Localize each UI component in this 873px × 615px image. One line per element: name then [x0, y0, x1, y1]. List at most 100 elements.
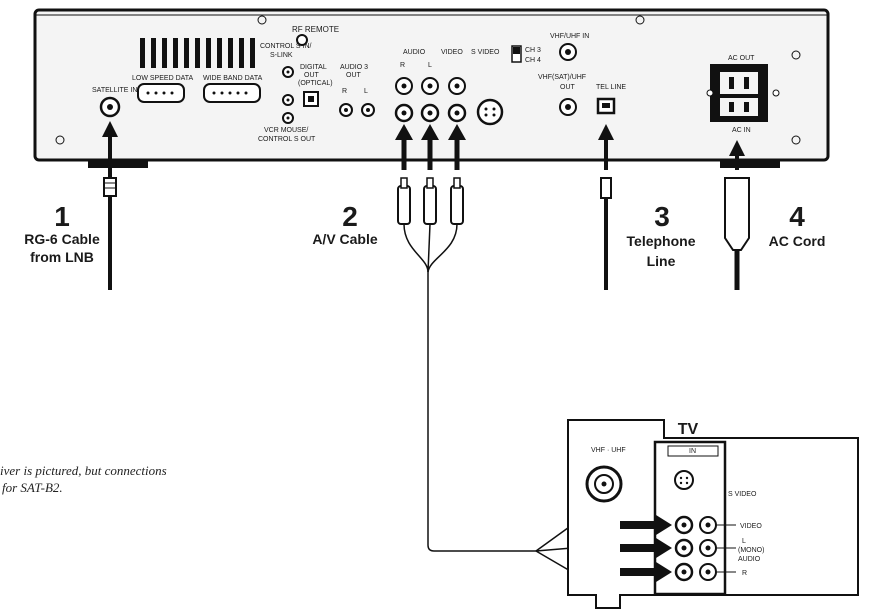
- tv-input-arrows: [620, 515, 672, 582]
- label-connection-4: 4 AC Cord: [769, 201, 826, 249]
- arrow-up-icon: [448, 124, 466, 140]
- receiver-foot: [720, 160, 780, 168]
- label-control-s-in: CONTROL S IN/: [260, 43, 312, 50]
- connection-title: Telephone: [627, 233, 696, 249]
- footnote-line-2: for SAT-B2.: [2, 480, 63, 495]
- vcr-mouse-jack: [282, 94, 294, 106]
- label-ac-out: AC OUT: [728, 55, 755, 62]
- label-ch4: CH 4: [525, 57, 541, 64]
- receiver-foot: [88, 160, 148, 168]
- label-connection-3: 3 Telephone Line: [627, 201, 696, 269]
- wide-band-data-port: [203, 83, 261, 103]
- label-video: VIDEO: [441, 49, 463, 56]
- tv-mono-label: (MONO): [738, 547, 764, 554]
- label-connection-2: 2 A/V Cable: [312, 201, 378, 247]
- label-ch3: CH 3: [525, 47, 541, 54]
- tv-audio-r-jacks: [674, 562, 717, 582]
- tv-s-video-label: S VIDEO: [728, 491, 757, 498]
- rf-remote-jack: [296, 34, 308, 46]
- control-s-in-jack: [282, 66, 294, 78]
- s-video-port: [476, 98, 504, 126]
- connection-title: AC Cord: [769, 233, 826, 249]
- satellite-receiver: RF REMOTE CONTROL S IN/ S-LINK DIGITAL O…: [33, 8, 830, 168]
- arrow-up-icon: [598, 124, 614, 140]
- telephone-line-cable: [598, 124, 614, 290]
- tv: TV VHF · UHF IN S VIDEO: [567, 419, 859, 609]
- connection-number: 4: [789, 201, 805, 232]
- tel-line-jack: [596, 97, 616, 115]
- label-low-speed-data: LOW SPEED DATA: [132, 75, 194, 82]
- label-tel-line: TEL LINE: [596, 84, 626, 91]
- label-audio3: AUDIO 3: [340, 64, 368, 71]
- label-audio-r: R: [400, 62, 405, 69]
- screw: [55, 135, 65, 145]
- connection-number: 3: [654, 201, 670, 232]
- screw: [635, 15, 645, 25]
- digital-optical-out-port: [303, 91, 319, 107]
- arrow-right-icon: [656, 562, 672, 582]
- ch3-ch4-switch: [511, 45, 522, 63]
- connection-title: RG-6 Cable: [24, 231, 100, 247]
- tv-video-jacks: [674, 515, 717, 535]
- tv-antenna-connector: [585, 465, 623, 503]
- label-vhf-uhf-in: VHF/UHF IN: [550, 33, 589, 40]
- tv-audio-l-jacks: [674, 538, 717, 558]
- label-digital: DIGITAL: [300, 64, 327, 71]
- arrow-up-icon: [729, 140, 745, 156]
- tv-audio-label: AUDIO: [738, 556, 761, 563]
- satellite-in-connector: [99, 96, 121, 118]
- rg6-cable: [102, 121, 118, 290]
- label-vcr-mouse: VCR MOUSE/: [264, 127, 308, 134]
- label-connection-1: 1 RG-6 Cable from LNB: [24, 201, 100, 265]
- label-digital-out: OUT: [304, 72, 320, 79]
- label-audio3-l: L: [364, 88, 368, 95]
- connection-subtitle: Line: [647, 253, 676, 269]
- connection-subtitle: from LNB: [30, 249, 94, 265]
- tv-video-label: VIDEO: [740, 523, 762, 530]
- tv-vhf-uhf-label: VHF · UHF: [591, 447, 626, 454]
- label-s-video: S VIDEO: [471, 49, 500, 56]
- arrow-right-icon: [656, 515, 672, 535]
- low-speed-data-port: [137, 83, 185, 103]
- vent-grille: [140, 38, 255, 68]
- tv-r-label: R: [742, 570, 747, 577]
- label-wide-band-data: WIDE BAND DATA: [203, 75, 263, 82]
- ac-out-outlet: [706, 64, 780, 122]
- footnote-line-1: iver is pictured, but connections: [0, 463, 167, 478]
- arrow-up-icon: [102, 121, 118, 137]
- connection-title: A/V Cable: [312, 231, 378, 247]
- arrow-up-icon: [395, 124, 413, 140]
- tv-s-video-port: [674, 470, 694, 490]
- audio3-out-jacks: [339, 103, 375, 117]
- label-audio-l: L: [428, 62, 432, 69]
- screw: [791, 50, 801, 60]
- arrow-up-icon: [421, 124, 439, 140]
- tv-l-label: L: [742, 538, 746, 545]
- arrow-right-icon: [656, 538, 672, 558]
- label-audio3-r: R: [342, 88, 347, 95]
- tv-in-label: IN: [689, 448, 696, 455]
- tv-title: TV: [678, 421, 699, 438]
- label-satellite-in: SATELLITE IN: [92, 87, 137, 94]
- label-audio: AUDIO: [403, 49, 426, 56]
- screw: [257, 15, 267, 25]
- screw: [791, 135, 801, 145]
- footnote: iver is pictured, but connections for SA…: [0, 462, 300, 496]
- vhf-uhf-in-connector: [559, 43, 577, 61]
- label-control-s-out: CONTROL S OUT: [258, 136, 316, 143]
- control-s-out-jack: [282, 112, 294, 124]
- connection-number: 1: [54, 201, 70, 232]
- av-jacks-upper: [395, 77, 466, 95]
- connection-number: 2: [342, 201, 358, 232]
- vhf-uhf-out-connector: [559, 98, 577, 116]
- label-vhf-sat-uhf: VHF(SAT)/UHF: [538, 74, 586, 81]
- label-ac-in: AC IN: [732, 127, 751, 134]
- label-optical: (OPTICAL): [298, 80, 333, 87]
- label-rf-remote: RF REMOTE: [292, 25, 339, 34]
- ac-cord: [724, 140, 750, 290]
- label-s-link: S-LINK: [270, 52, 293, 59]
- av-jacks-lower: [394, 103, 467, 123]
- label-audio3-out: OUT: [346, 72, 362, 79]
- label-rf-out: OUT: [560, 84, 576, 91]
